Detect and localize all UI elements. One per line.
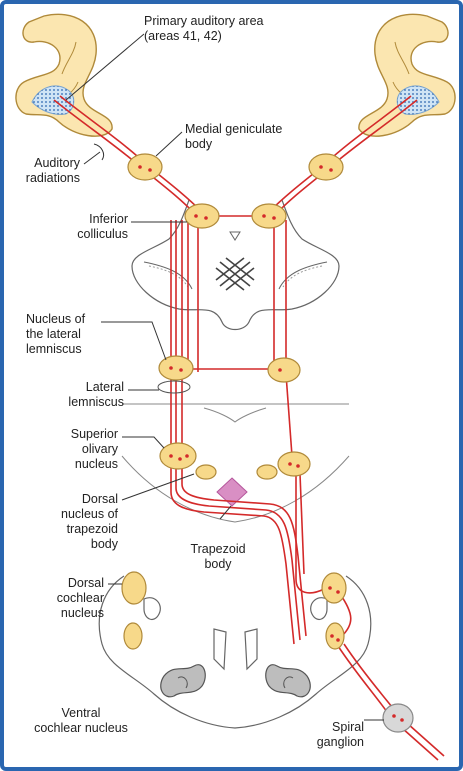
nll-line1: Nucleus of bbox=[26, 312, 86, 326]
ventral-cochlear-left bbox=[123, 622, 143, 650]
ic-left bbox=[184, 203, 220, 229]
nll-left bbox=[158, 355, 194, 381]
mgb-right bbox=[308, 153, 344, 181]
spiral-ganglion-line1: Spiral bbox=[332, 720, 364, 734]
dorsal-cochlear-line1: Dorsal bbox=[67, 576, 104, 590]
dntb-right bbox=[256, 464, 278, 480]
nll-line3: lemniscus bbox=[26, 342, 82, 356]
nuclei bbox=[121, 153, 347, 650]
medial-geniculate-line1: Medial geniculate bbox=[185, 122, 283, 136]
synapse-marks bbox=[138, 165, 404, 722]
dorsal-cochlear-line3: nucleus bbox=[60, 606, 104, 620]
son-left bbox=[159, 442, 197, 470]
left-cortex bbox=[15, 13, 113, 137]
ventral-cochlear-line2: cochlear nucleus bbox=[34, 721, 128, 735]
spiral-ganglion-line2: ganglion bbox=[316, 735, 364, 749]
superior-olivary-label: Superior olivary nucleus bbox=[44, 427, 118, 472]
spiral-ganglion-shape bbox=[382, 703, 414, 733]
medial-geniculate-line2: body bbox=[185, 137, 213, 151]
spiral-ganglion-label: Spiral ganglion bbox=[304, 720, 364, 750]
lateral-lemniscus-label: Lateral lemniscus bbox=[54, 380, 124, 410]
dorsal-trapezoid-label: Dorsal nucleus of trapezoid body bbox=[44, 492, 118, 552]
auditory-radiations-label: Auditory radiations bbox=[16, 156, 80, 186]
superior-olivary-line2: olivary bbox=[81, 442, 118, 456]
inferior-colliculus-line1: Inferior bbox=[89, 212, 128, 226]
primary-auditory-line1: Primary auditory area bbox=[144, 14, 264, 28]
dorsal-trapezoid-line4: body bbox=[90, 537, 118, 551]
trapezoid-body-line2: body bbox=[204, 557, 232, 571]
nll-line2: the lateral bbox=[26, 327, 81, 341]
mgb-left bbox=[127, 153, 163, 181]
nll-right bbox=[267, 357, 301, 383]
dntb-left bbox=[195, 464, 217, 480]
inferior-colliculus-label: Inferior colliculus bbox=[64, 212, 128, 242]
dorsal-cochlear-left bbox=[121, 571, 147, 605]
lateral-lemniscus-outline bbox=[157, 380, 191, 394]
trapezoid-body-line1: Trapezoid bbox=[190, 542, 246, 556]
dorsal-trapezoid-line1: Dorsal bbox=[81, 492, 118, 506]
primary-auditory-line2: (areas 41, 42) bbox=[144, 29, 222, 43]
dorsal-cochlear-label: Dorsal cochlear nucleus bbox=[34, 576, 104, 621]
dorsal-cochlear-right bbox=[321, 572, 347, 604]
ventral-cochlear-line1: Ventral bbox=[61, 706, 101, 720]
primary-auditory-area-label: Primary auditory area (areas 41, 42) bbox=[144, 14, 264, 44]
auditory-pathway-diagram bbox=[15, 13, 456, 761]
pons-section bbox=[121, 403, 350, 523]
nucleus-lateral-lemniscus-label: Nucleus of the lateral lemniscus bbox=[26, 312, 85, 357]
son-right bbox=[277, 451, 311, 477]
ventral-cochlear-label: Ventral cochlear nucleus bbox=[16, 706, 146, 736]
medulla-section bbox=[98, 575, 372, 729]
superior-olivary-line3: nucleus bbox=[74, 457, 118, 471]
inferior-colliculus-line2: colliculus bbox=[77, 227, 128, 241]
auditory-radiations-line2: radiations bbox=[25, 171, 80, 185]
lateral-lemniscus-line2: lemniscus bbox=[68, 395, 124, 409]
ventral-cochlear-right bbox=[325, 622, 345, 650]
auditory-radiations-line1: Auditory bbox=[34, 156, 80, 170]
medial-geniculate-label: Medial geniculate body bbox=[185, 122, 282, 152]
ic-right bbox=[251, 203, 287, 229]
dorsal-cochlear-line2: cochlear bbox=[56, 591, 104, 605]
trapezoid-body-label: Trapezoid body bbox=[182, 542, 254, 572]
superior-olivary-line1: Superior bbox=[70, 427, 118, 441]
midbrain-section bbox=[131, 199, 340, 331]
trapezoid-body-shape bbox=[216, 477, 248, 507]
leader-lines bbox=[65, 33, 384, 721]
dorsal-trapezoid-line2: nucleus of bbox=[61, 507, 118, 521]
dorsal-trapezoid-line3: trapezoid bbox=[66, 522, 118, 536]
lateral-lemniscus-line1: Lateral bbox=[85, 380, 124, 394]
right-cortex bbox=[358, 13, 456, 137]
